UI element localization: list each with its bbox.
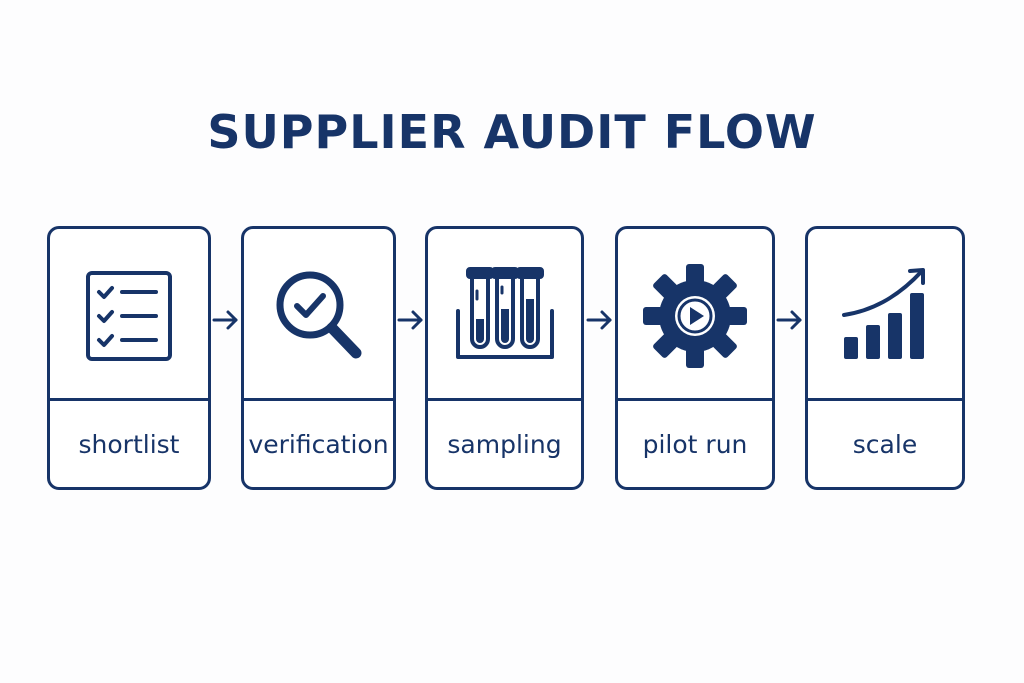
step-divider bbox=[428, 398, 581, 401]
step-scale: scale bbox=[805, 226, 965, 490]
step-label: shortlist bbox=[78, 429, 180, 459]
page-title: SUPPLIER AUDIT FLOW bbox=[207, 105, 817, 159]
arrow-right-icon bbox=[776, 306, 804, 334]
step-shortlist: shortlist bbox=[47, 226, 211, 490]
step-pilot-run: pilot run bbox=[615, 226, 775, 490]
growth-chart-icon bbox=[830, 261, 940, 371]
arrow-right-icon bbox=[397, 306, 425, 334]
checklist-icon bbox=[74, 261, 184, 371]
step-label: sampling bbox=[447, 429, 562, 459]
arrow-right-icon bbox=[212, 306, 240, 334]
step-divider bbox=[50, 398, 208, 401]
step-divider bbox=[808, 398, 962, 401]
step-divider bbox=[618, 398, 772, 401]
step-divider bbox=[244, 398, 393, 401]
step-verification: verification bbox=[241, 226, 396, 490]
step-sampling: sampling bbox=[425, 226, 584, 490]
gear-play-icon bbox=[640, 261, 750, 371]
step-label: pilot run bbox=[642, 429, 748, 459]
magnifier-check-icon bbox=[264, 261, 374, 371]
step-label: scale bbox=[852, 429, 918, 459]
step-label: verification bbox=[248, 429, 389, 459]
test-tubes-icon bbox=[450, 261, 560, 371]
arrow-right-icon bbox=[586, 306, 614, 334]
